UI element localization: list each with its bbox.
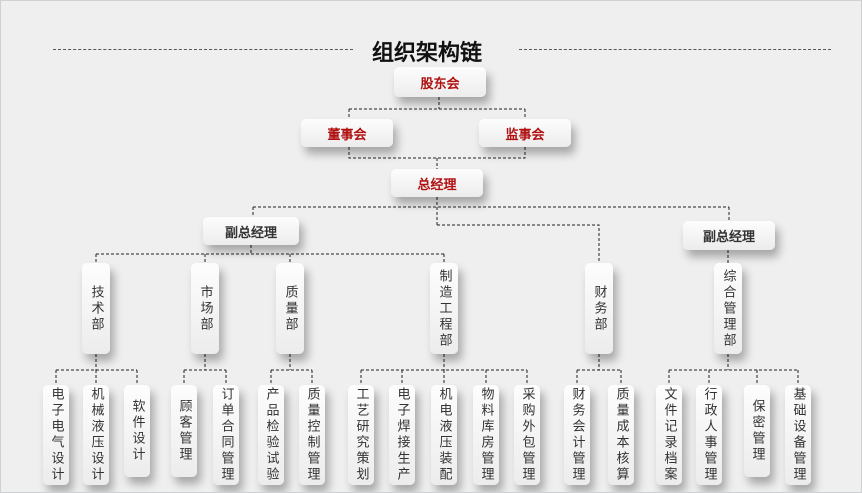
node-label: 制造工程部 (436, 268, 452, 349)
dept-quality[interactable]: 质量部 (276, 263, 304, 354)
node-label: 软件设计 (129, 399, 145, 463)
node-label: 电子电气设计 (48, 387, 64, 483)
connector (348, 147, 526, 169)
node-label: 物料库房管理 (478, 387, 494, 483)
dept-general[interactable]: 综合管理部 (714, 263, 742, 354)
node-label: 财务会计管理 (569, 387, 585, 483)
node-label: 文件记录档案 (661, 387, 677, 483)
node-label: 工艺研究策划 (353, 387, 369, 483)
dept-tech[interactable]: 技术部 (82, 263, 110, 354)
func-facility-mgmt[interactable]: 基础设备管理 (785, 385, 811, 485)
node-label: 副总经理 (224, 225, 277, 241)
node-label: 质量成本核算 (613, 387, 629, 483)
node-label: 基础设备管理 (790, 387, 806, 483)
node-label: 采购外包管理 (519, 387, 535, 483)
node-label: 市场部 (197, 284, 213, 333)
dept-finance[interactable]: 财务部 (585, 263, 613, 354)
node-vice-gm-left[interactable]: 副总经理 (203, 217, 299, 245)
func-warehouse-mgmt[interactable]: 物料库房管理 (473, 385, 499, 485)
node-label: 副总经理 (702, 230, 755, 245)
node-label: 质量控制管理 (304, 387, 320, 483)
func-process-planning[interactable]: 工艺研究策划 (348, 385, 374, 485)
dept-market[interactable]: 市场部 (191, 263, 219, 354)
node-board[interactable]: 董事会 (301, 119, 393, 147)
connector (183, 354, 227, 385)
func-admin-hr-mgmt[interactable]: 行政人事管理 (696, 385, 722, 485)
node-label: 董事会 (327, 127, 367, 143)
func-accounting-mgmt[interactable]: 财务会计管理 (564, 385, 590, 485)
func-hydraulic-design[interactable]: 机械液压设计 (83, 385, 109, 485)
connector (360, 354, 528, 385)
node-label: 保密管理 (749, 399, 765, 463)
connector (55, 354, 138, 385)
node-label: 订单合同管理 (218, 387, 234, 483)
node-label: 财务部 (591, 284, 607, 333)
func-product-testing[interactable]: 产品检验试验 (258, 385, 284, 485)
func-quality-cost-accounting[interactable]: 质量成本核算 (608, 385, 634, 485)
node-label: 综合管理部 (720, 268, 736, 349)
node-vice-gm-right[interactable]: 副总经理 (683, 221, 775, 250)
node-supervisors[interactable]: 监事会 (479, 119, 571, 147)
title-rule-right (519, 49, 831, 50)
func-software-design[interactable]: 软件设计 (124, 385, 150, 477)
node-label: 技术部 (88, 284, 104, 333)
connector (252, 197, 730, 263)
connector (576, 354, 622, 385)
node-shareholders[interactable]: 股东会 (394, 67, 486, 97)
connector (348, 97, 526, 119)
func-welding-production[interactable]: 电子焊接生产 (389, 385, 415, 485)
connector (95, 245, 445, 263)
func-customer-mgmt[interactable]: 顾客管理 (171, 385, 197, 477)
func-document-archives[interactable]: 文件记录档案 (656, 385, 682, 485)
node-label: 顾客管理 (176, 399, 192, 463)
node-label: 机电液压装配 (436, 387, 452, 483)
func-order-contract-mgmt[interactable]: 订单合同管理 (213, 385, 239, 485)
chart-title: 组织架构链 (371, 41, 482, 66)
node-label: 电子焊接生产 (394, 387, 410, 483)
node-label: 监事会 (505, 127, 545, 143)
func-quality-control-mgmt[interactable]: 质量控制管理 (299, 385, 325, 485)
func-electrohydraulic-assembly[interactable]: 机电液压装配 (431, 385, 457, 485)
func-electrical-design[interactable]: 电子电气设计 (43, 385, 69, 485)
func-outsourcing-mgmt[interactable]: 采购外包管理 (514, 385, 540, 485)
title-rule-left (53, 49, 353, 50)
node-general-manager[interactable]: 总经理 (391, 169, 483, 197)
connector (668, 354, 799, 385)
connector (270, 354, 313, 385)
node-label: 机械液压设计 (88, 387, 104, 483)
node-label: 股东会 (420, 76, 460, 92)
func-confidentiality-mgmt[interactable]: 保密管理 (744, 385, 770, 477)
node-label: 总经理 (417, 177, 457, 193)
node-label: 产品检验试验 (263, 387, 279, 483)
node-label: 行政人事管理 (701, 387, 717, 483)
node-label: 质量部 (282, 284, 298, 333)
dept-manufacturing[interactable]: 制造工程部 (430, 263, 458, 354)
